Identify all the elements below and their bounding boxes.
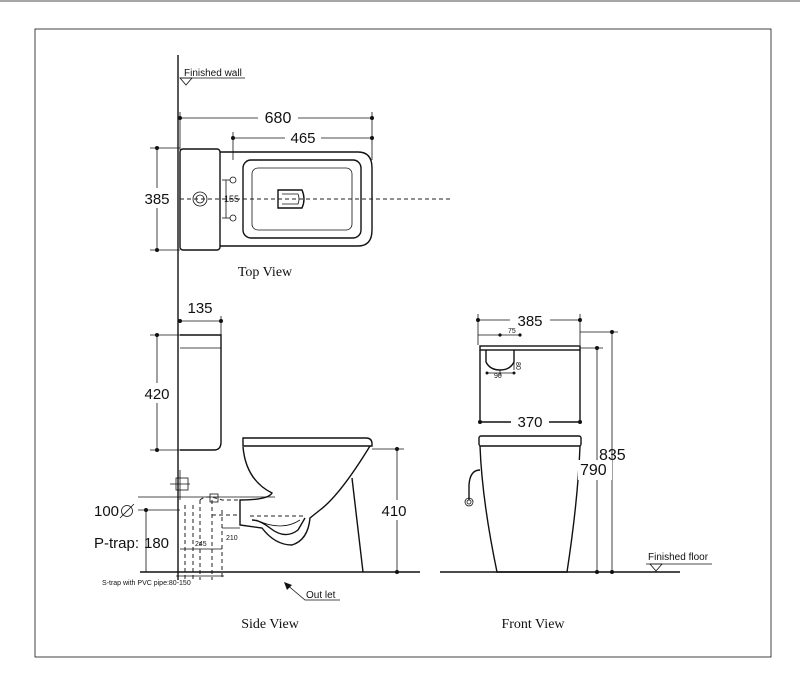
side-view: 135 420 100 P	[94, 300, 420, 632]
front-view-inlet-cutout	[485, 350, 515, 371]
outlet-leader	[285, 583, 340, 601]
front-view-tank	[479, 350, 581, 423]
outlet-arrow-icon	[284, 582, 292, 590]
bolt-hole-top	[229, 176, 237, 184]
diameter-symbol-icon	[119, 503, 135, 519]
side-view-seat	[242, 437, 373, 447]
side-view-bowl	[239, 445, 371, 546]
dim-245-label: 245	[195, 541, 207, 548]
flush-button	[192, 191, 208, 207]
side-view-tank	[180, 334, 222, 451]
front-view-supply-hose	[468, 469, 481, 500]
side-view-pedestal-front	[351, 477, 364, 573]
front-view-body	[479, 445, 581, 573]
dim-100-label: 100	[94, 503, 119, 520]
dim-370-label: 370	[517, 414, 542, 431]
top-view-caption: Top View	[238, 265, 293, 280]
side-view-caption: Side View	[241, 617, 300, 632]
bolt-hole-bottom	[229, 214, 237, 222]
finished-floor-label: Finished floor	[648, 552, 709, 563]
drawing-frame	[34, 28, 772, 658]
dim-385-top-label: 385	[144, 191, 169, 208]
finished-wall: Finished wall	[177, 55, 245, 580]
dim-80-label: 80	[514, 362, 521, 370]
ptrap-label: P-trap:	[94, 535, 139, 552]
dim-420-label: 420	[144, 386, 169, 403]
front-view-seat	[478, 435, 582, 447]
dim-75-label: 75	[508, 328, 516, 335]
finished-floor-marker	[649, 563, 663, 572]
finished-wall-label: Finished wall	[184, 68, 242, 79]
dim-465-label: 465	[290, 130, 315, 147]
strap-note: S-trap with PVC pipe:80-150	[102, 580, 191, 587]
dim-680-label: 680	[265, 110, 292, 127]
front-view-caption: Front View	[501, 617, 565, 632]
dim-385-front-label: 385	[517, 313, 542, 330]
top-view-tank	[179, 148, 221, 251]
dim-180-label: 180	[144, 535, 169, 552]
dim-835-label: 835	[599, 447, 626, 464]
finished-wall-marker	[179, 77, 193, 86]
dim-410-label: 410	[381, 503, 406, 520]
dim-210-label: 210	[226, 535, 238, 542]
dim-90-label: 90	[494, 373, 502, 380]
top-view-drain	[277, 189, 305, 209]
dim-135-label: 135	[187, 300, 212, 317]
dim-790-label: 790	[580, 462, 607, 479]
front-view: 385 75 90 80 370	[440, 311, 712, 632]
top-view: 680 465 385 155 Top Vi	[140, 108, 450, 280]
outlet-label: Out let	[306, 590, 336, 601]
